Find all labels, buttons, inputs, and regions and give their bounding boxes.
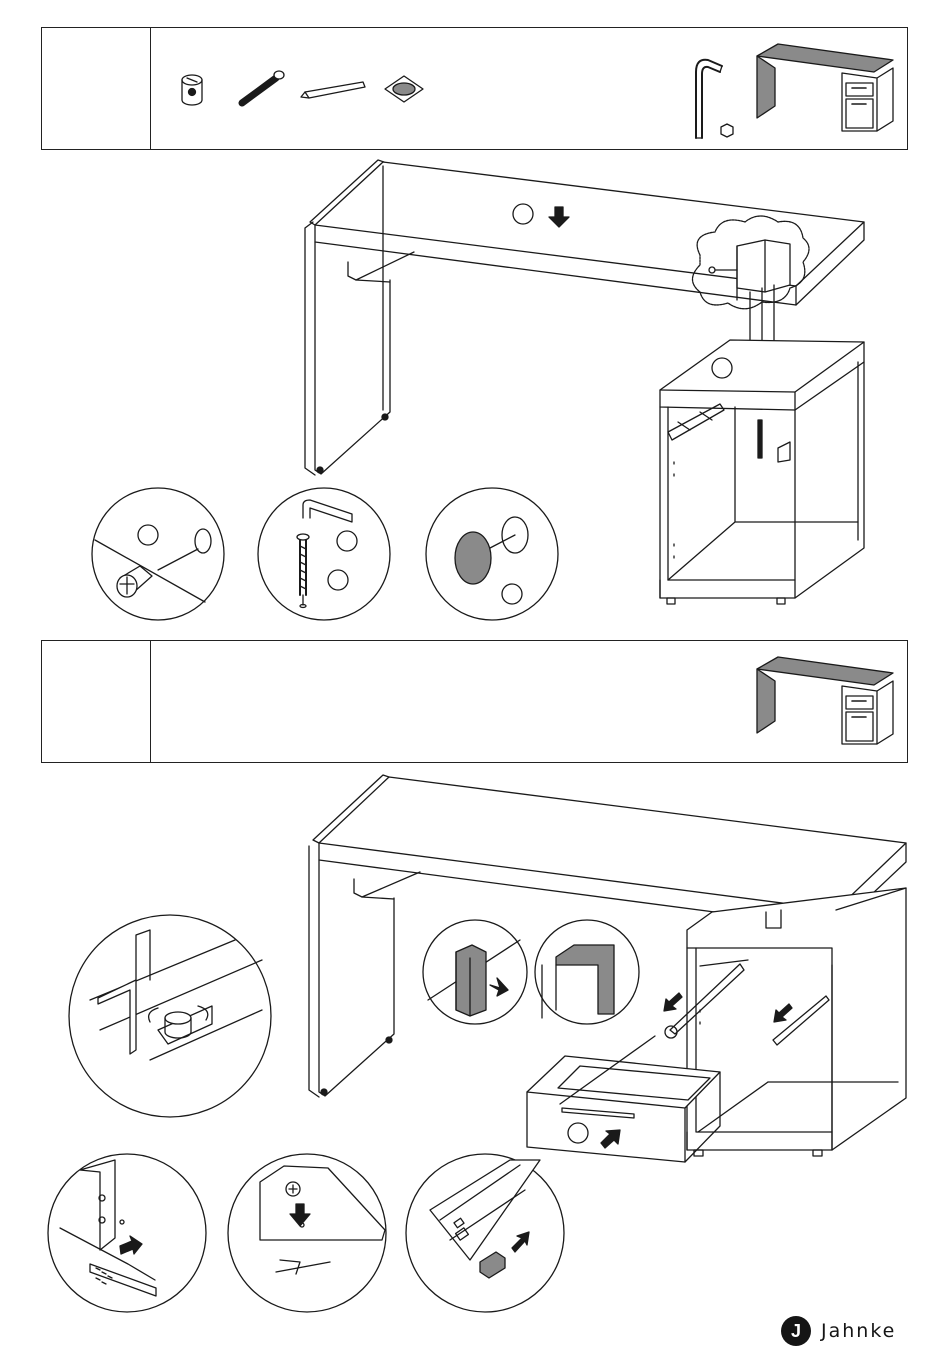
detail-circle-bolt xyxy=(258,488,390,620)
detail-circle-rail-screw xyxy=(48,1154,206,1312)
brand-name: Jahnke xyxy=(821,1320,896,1342)
cam-lock-part-icon xyxy=(182,75,202,105)
desk-thumbnail-icon xyxy=(757,44,893,131)
drawer-rail-arrow-icon-left xyxy=(664,993,682,1011)
detail-circle-hinge-clip xyxy=(423,920,527,1024)
cover-cap-part-icon xyxy=(385,76,423,102)
detail-circle-cam-lock-tighten xyxy=(69,915,271,1117)
brand-mark: J Jahnke xyxy=(781,1316,896,1346)
drawer-cabinet xyxy=(660,340,864,604)
detail-circle-rail-release xyxy=(406,1154,564,1312)
detail-circle-hinge-profile xyxy=(535,920,639,1024)
brand-logo-letter: J xyxy=(791,1321,801,1342)
detail-circle-cam-lock xyxy=(92,488,224,620)
brand-logo-icon: J xyxy=(781,1316,811,1346)
hex-size-icon xyxy=(721,124,733,137)
up-arrow-icon xyxy=(601,1130,620,1148)
allen-key-part-icon xyxy=(301,82,365,98)
desk-thumbnail-icon-2 xyxy=(757,657,893,744)
connector-bolt-part-icon xyxy=(242,71,284,103)
detail-circle-cover-cap xyxy=(426,488,558,620)
detail-circle-drawer-screw xyxy=(228,1154,386,1312)
allen-key-tool-icon xyxy=(696,60,722,138)
